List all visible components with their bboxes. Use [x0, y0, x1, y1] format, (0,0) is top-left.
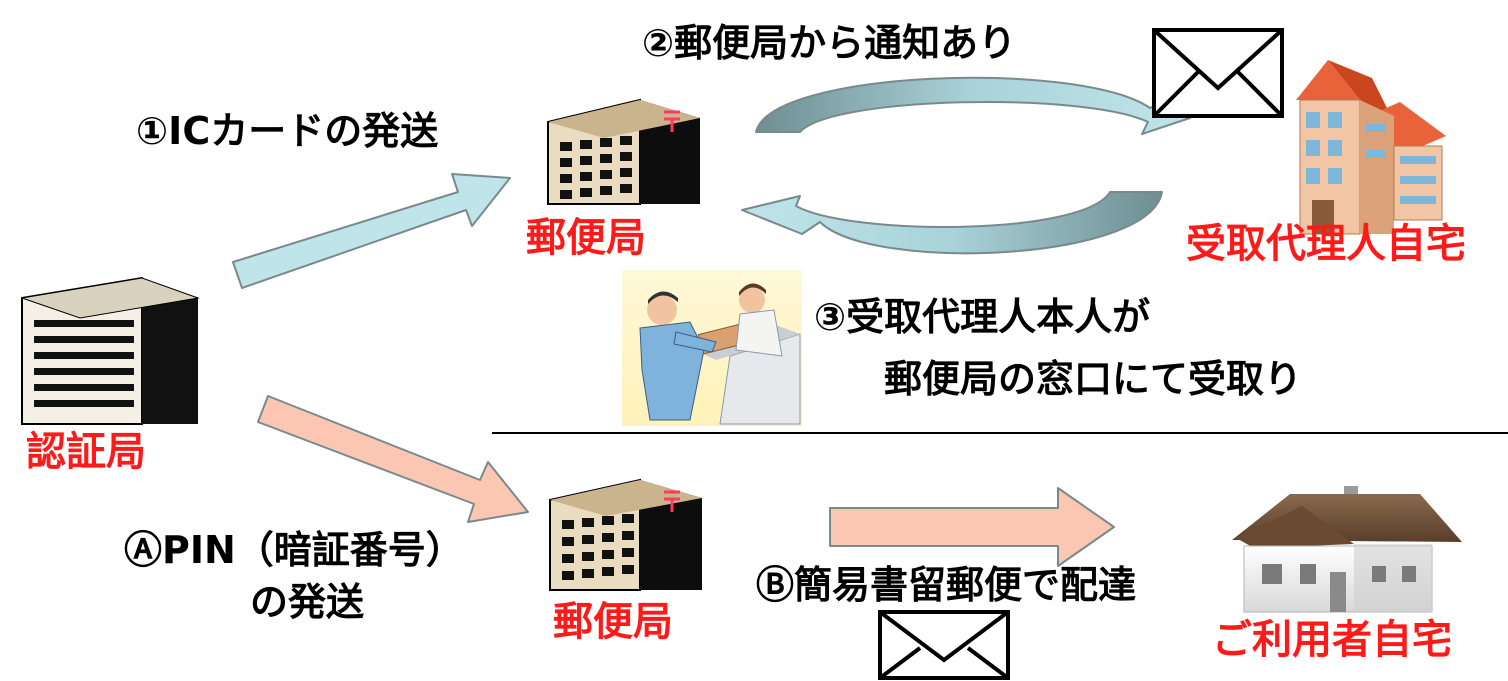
certification-authority-label: 認証局: [26, 429, 146, 475]
agent-home-label: 受取代理人自宅: [1186, 221, 1466, 267]
arrow-ic-card-shipment: [232, 173, 511, 289]
user-home-label: ご利用者自宅: [1212, 617, 1452, 663]
arrow-registered-mail-delivery: [829, 487, 1115, 567]
envelope-icon: [878, 610, 1010, 680]
stepA-label-line2: の発送: [250, 580, 365, 624]
arrow-pin-shipment: [257, 395, 529, 523]
post-office-top-label: 郵便局: [526, 215, 646, 261]
arrow-notification-curve: [755, 76, 1191, 135]
post-office-counter-illustration: [622, 270, 802, 426]
agent-home-building-icon: [1296, 60, 1446, 235]
step3-label-line1: ③受取代理人本人が: [814, 295, 1151, 339]
arrow-return-curve: [741, 191, 1163, 255]
postal-mark-icon: [664, 490, 680, 512]
step2-label: ②郵便局から通知あり: [642, 21, 1017, 65]
stepB-label: Ⓑ簡易書留郵便で配達: [756, 563, 1137, 607]
user-home-house-icon: [1232, 486, 1462, 613]
certification-authority-building: [21, 276, 200, 425]
post-office-bottom-label: 郵便局: [553, 599, 673, 645]
stepA-label-line1: ⒶPIN（暗証番号）: [124, 528, 464, 572]
step3-label-line2: 郵便局の窓口にて受取り: [884, 357, 1303, 401]
postal-mark-icon: [664, 110, 680, 132]
post-office-building-bottom: [549, 478, 702, 591]
envelope-icon: [1152, 28, 1284, 118]
post-office-building-top: [547, 98, 700, 205]
step1-label: ①ICカードの発送: [136, 109, 439, 153]
